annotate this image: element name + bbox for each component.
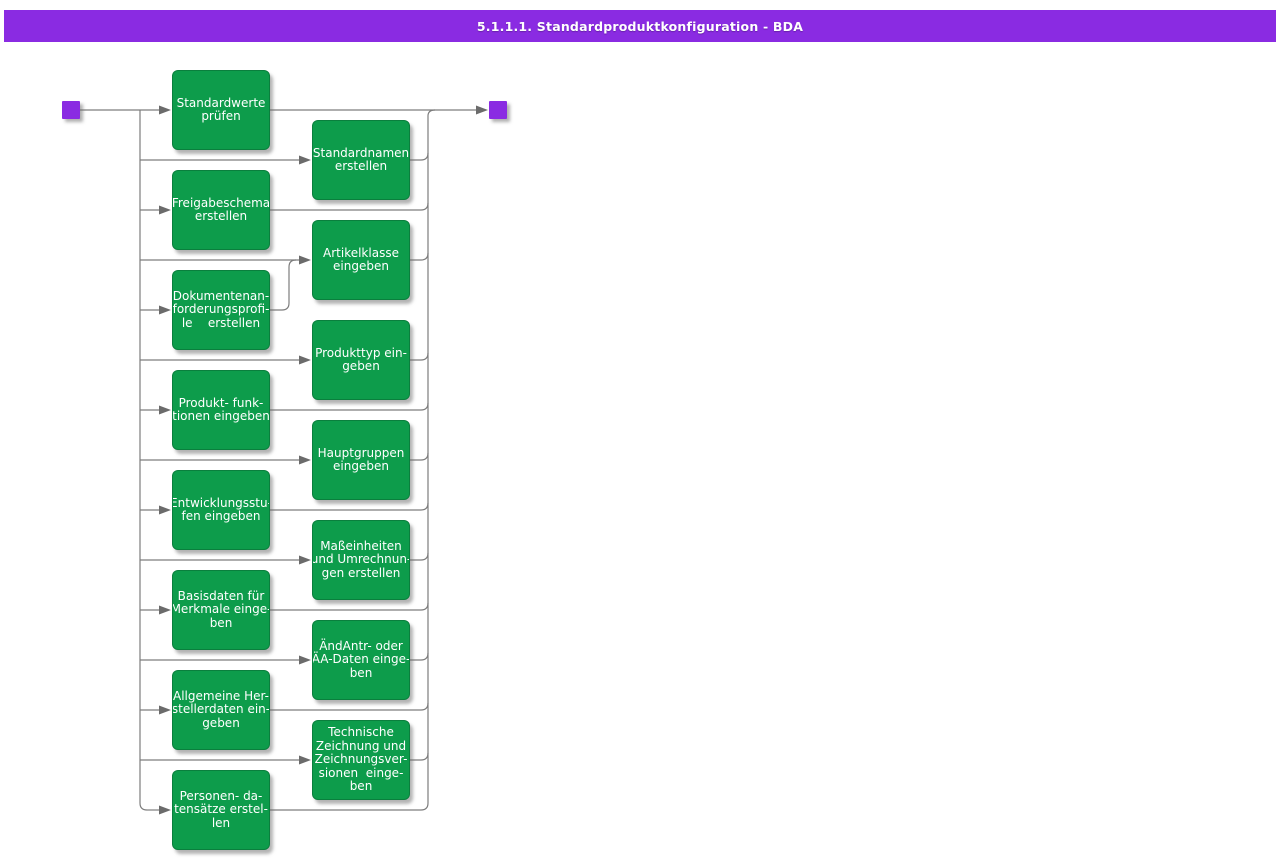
activity-label-line: Standardnamen — [312, 145, 410, 160]
activity-label-line: geben — [202, 715, 240, 730]
page-title: 5.1.1.1. Standardproduktkonfiguration - … — [476, 18, 804, 34]
activity-label-line: tensätze erstel- — [174, 802, 268, 817]
activity-label-line: Freigabeschema — [172, 195, 270, 210]
connector-edge — [270, 602, 429, 611]
activity-label-line: Maßeinheiten — [320, 538, 402, 553]
title-bar: 5.1.1.1. Standardproduktkonfiguration - … — [4, 10, 1276, 42]
activity-label-line: und Umrechnun- — [312, 552, 410, 567]
connector-edge — [410, 352, 429, 361]
activity-label-line: forderungsprofi- — [172, 302, 270, 317]
activity-label-line: gen erstellen — [321, 565, 401, 580]
connector-edge — [270, 402, 429, 411]
activity-label-line: eingeben — [333, 459, 389, 473]
activity-label-line: Artikelklasse — [323, 245, 399, 260]
activity-label-line: ben — [209, 615, 233, 630]
activity-box: Produkt- funk-tionen eingeben — [172, 370, 270, 450]
end-node — [489, 101, 507, 119]
arrowhead-icon — [299, 155, 311, 165]
activity-label-line: geben — [342, 359, 380, 373]
arrowhead-icon — [299, 655, 311, 665]
activity-label-line: ben — [349, 665, 373, 680]
activity-label-line: stellerdaten ein- — [172, 702, 270, 717]
activity-label-line: eingeben — [333, 259, 389, 273]
activity-label-line: Zeichnung und — [315, 738, 407, 753]
activity-label-line: fen eingeben — [181, 509, 261, 523]
activity-label-line: Personen- da- — [179, 788, 263, 803]
activity-label-line: Hauptgruppen — [317, 445, 405, 460]
connector-edge — [410, 252, 429, 261]
connector-edge — [270, 702, 429, 711]
activity-label-line: erstellen — [194, 209, 248, 223]
arrowhead-icon — [159, 705, 171, 715]
activity-label-line: Zeichnungsver- — [314, 752, 408, 767]
connector-edge — [410, 152, 429, 161]
connector-edge — [139, 110, 148, 811]
activity-label-line: Produkttyp ein- — [315, 345, 407, 360]
activity-box: Entwicklungsstu-fen eingeben — [172, 470, 270, 550]
arrowhead-icon — [159, 605, 171, 615]
arrowhead-icon — [299, 255, 311, 265]
arrowhead-icon — [159, 205, 171, 215]
activity-label-line: Allgemeine Her- — [173, 688, 269, 703]
activity-label-line: Merkmale einge- — [172, 602, 270, 617]
activity-box: Personen- da-tensätze erstel-len — [172, 770, 270, 850]
activity-label-line: Entwicklungsstu- — [172, 495, 270, 510]
activity-box: Allgemeine Her-stellerdaten ein-geben — [172, 670, 270, 750]
activity-label-line: erstellen — [334, 159, 388, 173]
activity-label-line: tionen eingeben — [172, 409, 270, 423]
arrowhead-icon — [299, 355, 311, 365]
arrowhead-icon — [476, 105, 488, 115]
activity-label-line: ben — [349, 779, 373, 794]
activity-label-line: sionen einge- — [318, 765, 404, 780]
activity-label-line: le erstellen — [181, 315, 261, 330]
activity-label-line: Technische — [328, 725, 394, 740]
connector-edge — [410, 652, 429, 661]
activity-box: Produkttyp ein-geben — [312, 320, 410, 400]
arrowhead-icon — [299, 555, 311, 565]
connector-edge — [410, 752, 429, 761]
activity-label-line: ÄndAntr- oder — [319, 638, 403, 653]
arrowhead-icon — [159, 105, 171, 115]
activity-label-line: prüfen — [201, 109, 241, 123]
connector-edge — [270, 202, 429, 211]
connector-edge — [270, 259, 297, 311]
arrowhead-icon — [159, 305, 171, 315]
arrowhead-icon — [299, 455, 311, 465]
activity-label-line: Produkt- funk- — [178, 395, 264, 410]
start-node — [62, 101, 80, 119]
activity-box: Dokumentenan-forderungsprofi-le erstelle… — [172, 270, 270, 350]
arrowhead-icon — [159, 805, 171, 815]
connector-edge — [410, 452, 429, 461]
activity-label-line: Basisdaten für — [177, 588, 265, 603]
arrowhead-icon — [299, 755, 311, 765]
activity-label-line: Standardwerte — [176, 95, 266, 110]
connector-edge — [427, 109, 436, 803]
arrowhead-icon — [159, 405, 171, 415]
activity-label-line: Dokumentenan- — [172, 288, 270, 303]
connector-edge — [270, 802, 429, 811]
connector-edge — [270, 502, 429, 511]
activity-label-line: len — [211, 815, 231, 830]
activity-label-line: ÄA-Daten einge- — [312, 652, 410, 667]
connector-edge — [410, 552, 429, 561]
arrowhead-icon — [159, 505, 171, 515]
